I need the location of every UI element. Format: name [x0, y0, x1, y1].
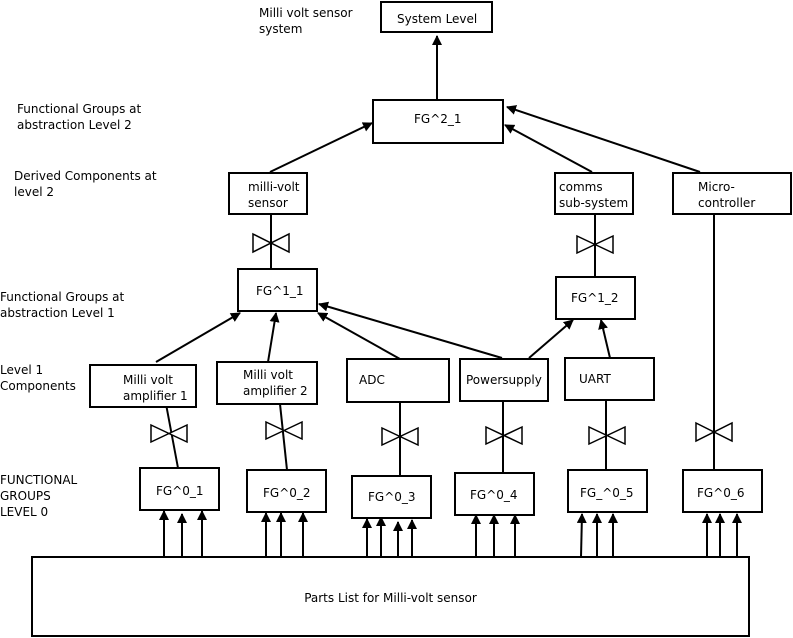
fg0-3-box: FG^0_3 — [351, 475, 432, 519]
uart-box: UART — [564, 357, 655, 401]
fg2-1-box: FG^2_1 — [372, 99, 504, 144]
fg0-1-box: FG^0_1 — [139, 467, 220, 511]
milli-volt-amplifier-1-text: Milli volt amplifier 1 — [123, 373, 188, 403]
fg0-5-text: FG_^0_5 — [580, 486, 634, 500]
comms-subsystem-box: comms sub-system — [554, 172, 634, 215]
arrow-comms-to-fg2 — [504, 124, 593, 173]
milli-volt-amplifier-1-box: Milli volt amplifier 1 — [89, 364, 197, 408]
bowtie-icon — [576, 234, 614, 255]
arrow-adc-to-fg1-1 — [317, 312, 401, 360]
parts-list-box: Parts List for Milli-volt sensor — [31, 556, 750, 637]
level1-components-label: Level 1 Components — [0, 363, 76, 393]
bowtie-icon — [588, 425, 626, 446]
powersupply-box: Powersupply — [459, 358, 549, 402]
bowtie-icon — [150, 423, 188, 444]
arrow-sensor-to-fg2 — [269, 122, 373, 173]
fg1-2-text: FG^1_2 — [571, 291, 619, 305]
parts-list-text: Parts List for Milli-volt sensor — [304, 591, 477, 605]
arrow-parts-to-fg0-5a — [576, 513, 587, 558]
fg0-5-box: FG_^0_5 — [567, 469, 648, 513]
fg0-4-text: FG^0_4 — [470, 488, 518, 502]
uart-text: UART — [579, 372, 611, 386]
fg1-1-box: FG^1_1 — [237, 268, 318, 312]
bowtie-icon — [265, 420, 303, 441]
fg0-1-text: FG^0_1 — [156, 484, 204, 498]
link-fg0-2-to-amp2 — [279, 403, 288, 471]
micro-controller-box: Micro- controller — [672, 172, 792, 215]
bowtie-icon — [381, 426, 419, 447]
arrow-power-to-fg1-2 — [528, 319, 574, 359]
bowtie-icon — [695, 421, 733, 443]
fg-level0-label: FUNCTIONAL GROUPS LEVEL 0 — [0, 473, 78, 519]
arrow-micro-to-fg2 — [506, 105, 701, 173]
fg-level1-label: Functional Groups at abstraction Level 1 — [0, 290, 125, 320]
derived-components-label: Derived Components at level 2 — [14, 169, 157, 199]
fg0-2-box: FG^0_2 — [246, 469, 327, 513]
fg1-2-box: FG^1_2 — [555, 276, 636, 320]
comms-subsystem-text: comms sub-system — [559, 180, 629, 210]
milli-volt-amplifier-2-box: Milli volt amplifier 2 — [216, 361, 318, 405]
adc-box: ADC — [346, 358, 450, 403]
bowtie-icon — [485, 425, 523, 446]
system-level-box: System Level — [380, 1, 493, 33]
fg0-4-box: FG^0_4 — [454, 472, 535, 516]
fg0-3-text: FG^0_3 — [368, 490, 416, 504]
fg2-1-text: FG^2_1 — [414, 112, 462, 126]
milli-volt-sensor-text: milli-volt sensor — [248, 180, 300, 210]
adc-text: ADC — [359, 373, 385, 387]
link-fg0-1-to-amp1 — [165, 403, 179, 469]
fg0-6-box: FG^0_6 — [682, 469, 763, 513]
arrow-power-to-fg1-1 — [318, 301, 503, 359]
micro-controller-text: Micro- controller — [698, 180, 756, 210]
system-level-text: System Level — [397, 12, 478, 26]
fg1-1-text: FG^1_1 — [256, 284, 304, 298]
arrow-amp2-to-fg1-1 — [267, 312, 280, 363]
powersupply-text: Powersupply — [466, 373, 542, 387]
arrow-amp1-to-fg1-1 — [155, 312, 241, 363]
bowtie-icon — [252, 232, 290, 254]
milli-volt-amplifier-2-text: Milli volt amplifier 2 — [243, 368, 308, 398]
fg0-2-text: FG^0_2 — [263, 486, 311, 500]
arrow-uart-to-fg1-2 — [598, 319, 611, 359]
system-description-label: Milli volt sensor system — [259, 6, 353, 36]
fg-level2-label: Functional Groups at abstraction Level 2 — [17, 102, 142, 132]
fg0-6-text: FG^0_6 — [697, 486, 745, 500]
milli-volt-sensor-box: milli-volt sensor — [228, 172, 308, 215]
